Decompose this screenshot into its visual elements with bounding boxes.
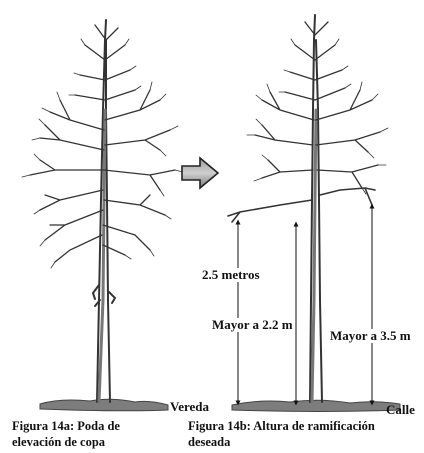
tree-a-ground: [40, 399, 168, 411]
left-min-height-label: Mayor a 2.2 m: [210, 318, 295, 332]
figure-a-caption-line2: elevación de copa: [12, 436, 105, 449]
tree-b-ground: [232, 400, 400, 411]
figure-b-caption-line2: deseada: [188, 436, 230, 449]
figure-a-caption-line1: Figura 14a: Poda de: [12, 420, 120, 433]
tree-a-illustration: [22, 20, 183, 411]
figure-b-caption-line1: Figura 14b: Altura de ramificación: [188, 420, 375, 433]
tree-b-lower-branches: [228, 188, 375, 222]
measurement-lines: [238, 206, 372, 403]
street-label: Calle: [386, 403, 415, 417]
branch-height-label: 2.5 metros: [200, 268, 262, 282]
sidewalk-label: Vereda: [170, 400, 209, 414]
tree-b-illustration: [228, 15, 400, 412]
right-min-height-label: Mayor a 3.5 m: [328, 329, 413, 343]
arrow-right-icon: [182, 158, 218, 188]
